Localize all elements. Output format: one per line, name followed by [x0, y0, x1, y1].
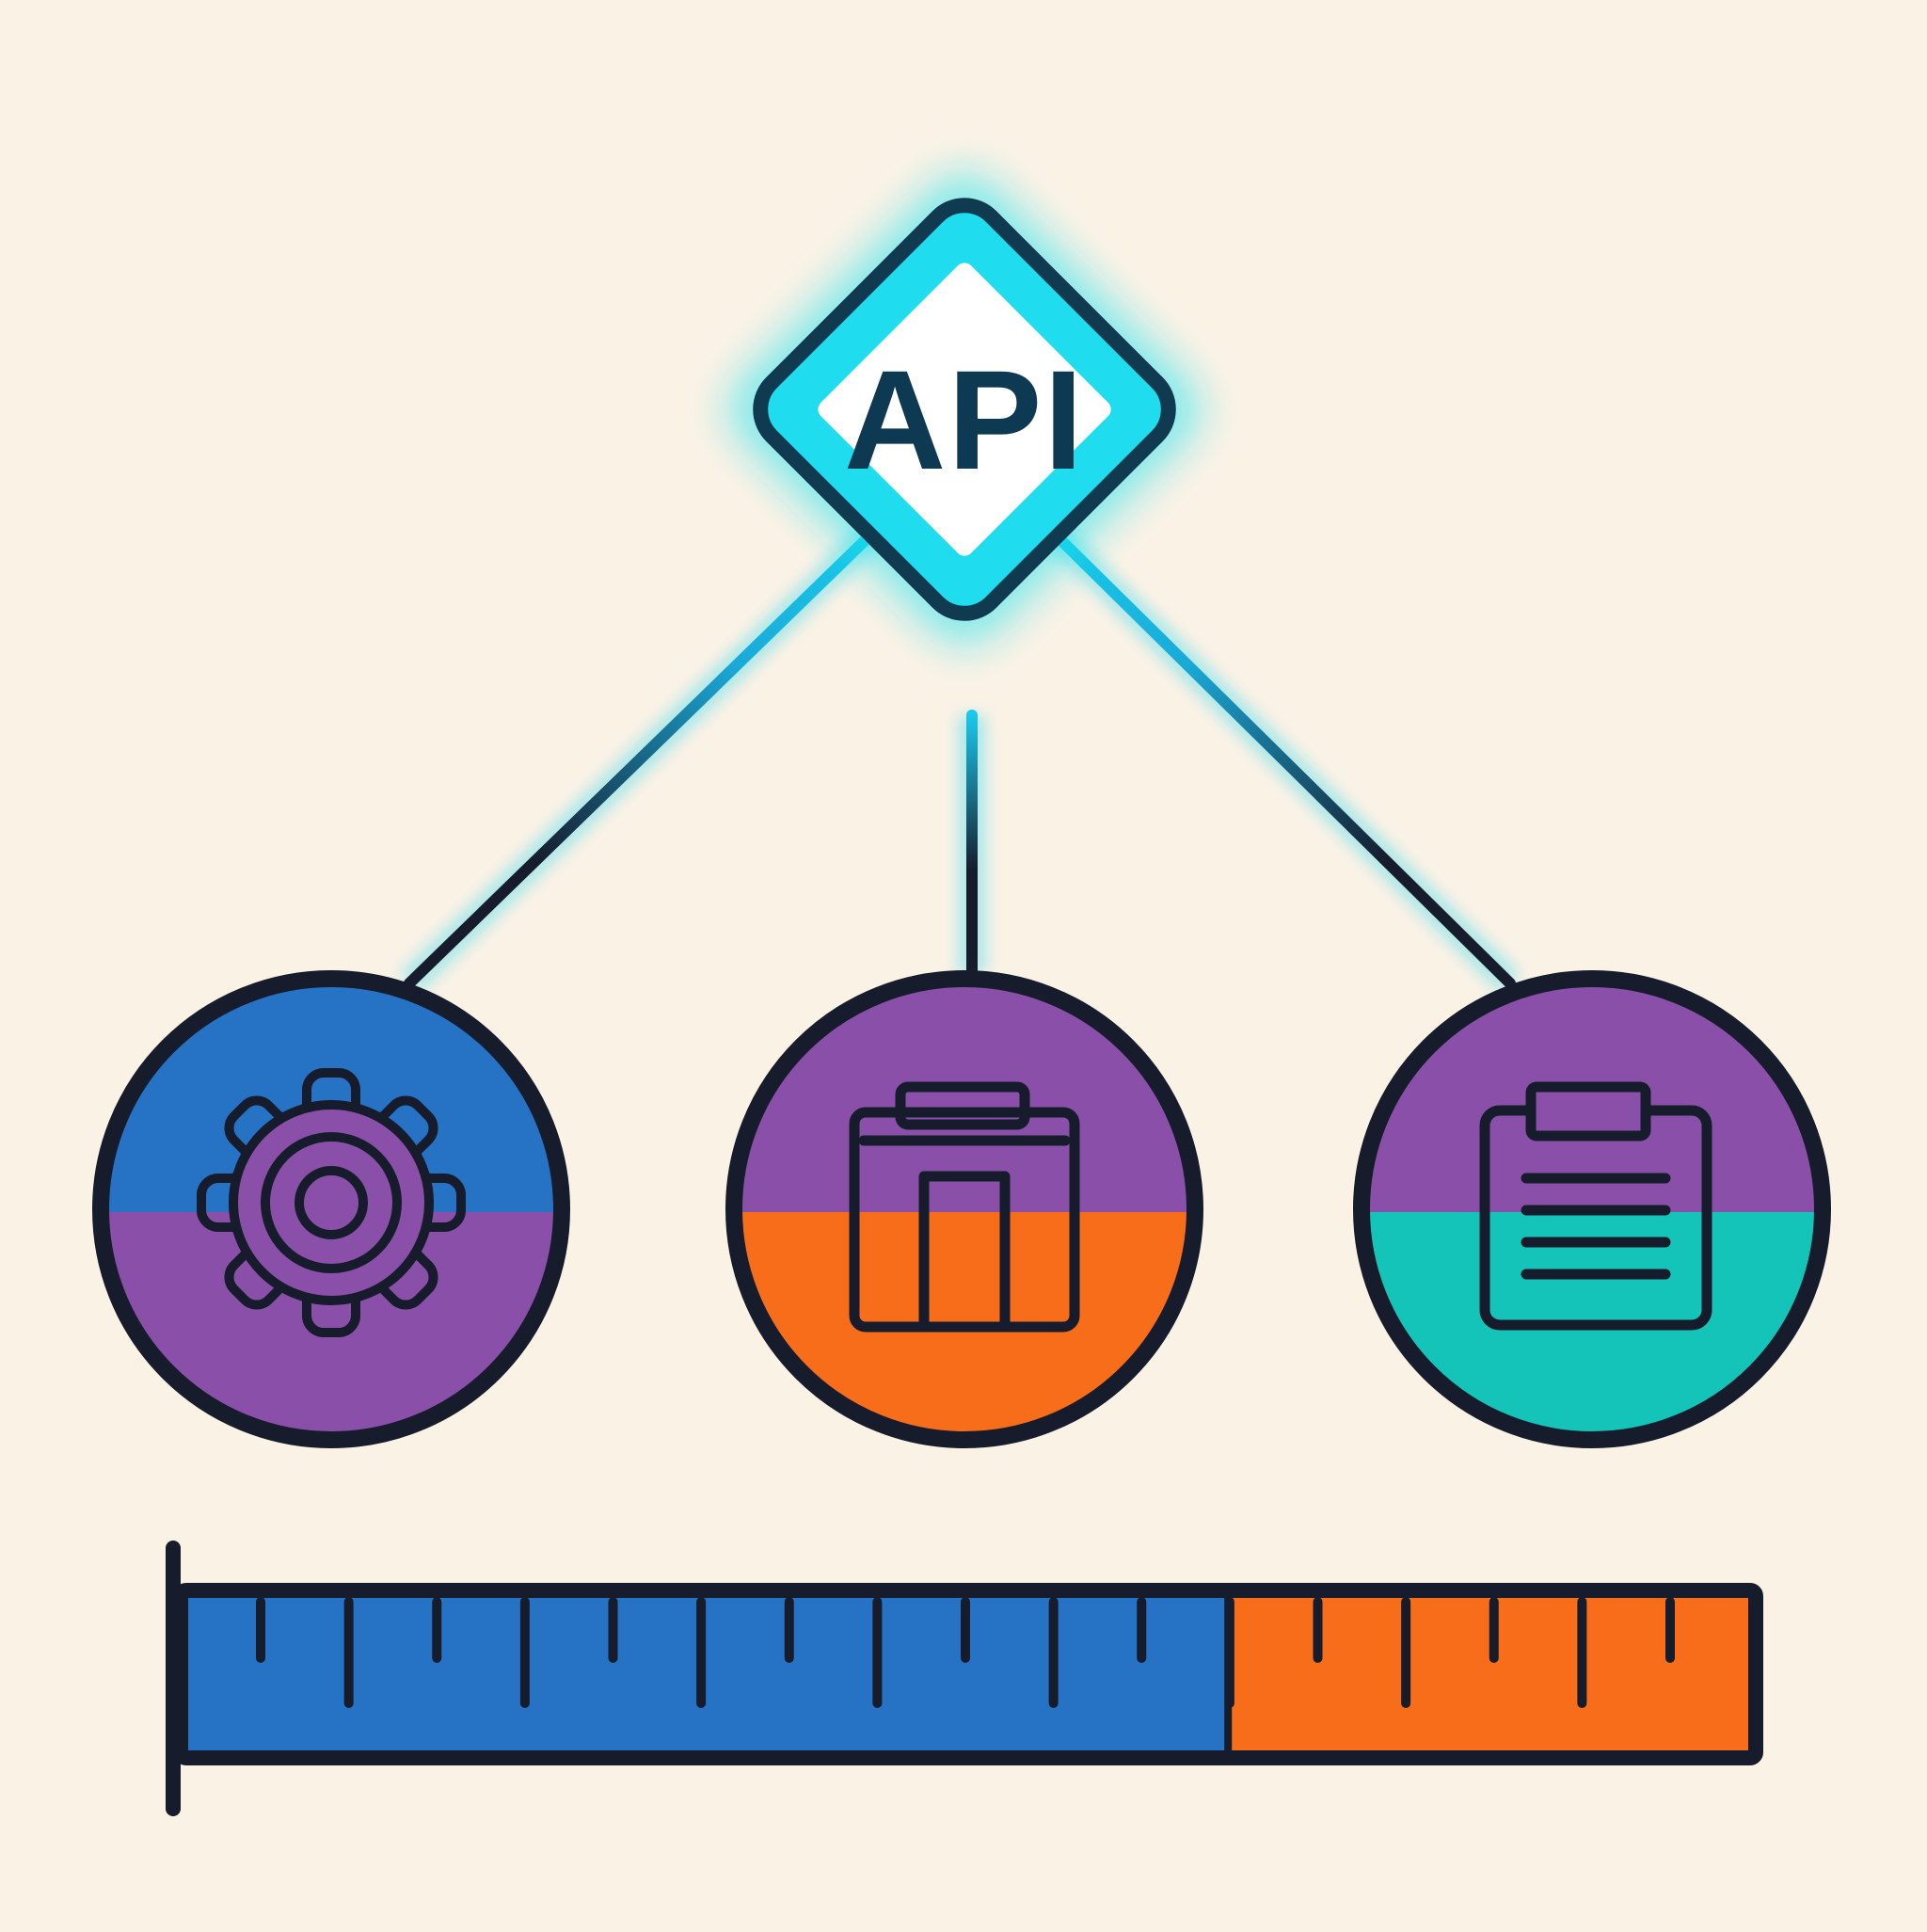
- node-store-outline: [725, 970, 1203, 1448]
- gear-icon: [197, 1068, 466, 1337]
- node-store-bottom: [734, 1212, 1195, 1440]
- node-docs[interactable]: [1353, 969, 1835, 1457]
- progress-bar-frame: [173, 1583, 1763, 1765]
- connector-right: [1009, 488, 1516, 989]
- node-settings-outline: [92, 970, 570, 1448]
- node-store[interactable]: [725, 969, 1204, 1457]
- ruler-ticks: [256, 1597, 1675, 1708]
- node-docs-outline: [1353, 970, 1831, 1448]
- clipboard-icon: [1479, 1081, 1712, 1331]
- progress-ruler: [166, 1541, 1763, 1816]
- node-docs-bottom: [1362, 1212, 1823, 1440]
- api-hub[interactable]: API: [711, 156, 1217, 662]
- storefront-icon: [849, 1081, 1080, 1333]
- node-settings[interactable]: [92, 969, 574, 1457]
- api-hub-inner: [818, 263, 1111, 556]
- api-hub-label: API: [844, 341, 1085, 499]
- connector-left: [404, 488, 918, 989]
